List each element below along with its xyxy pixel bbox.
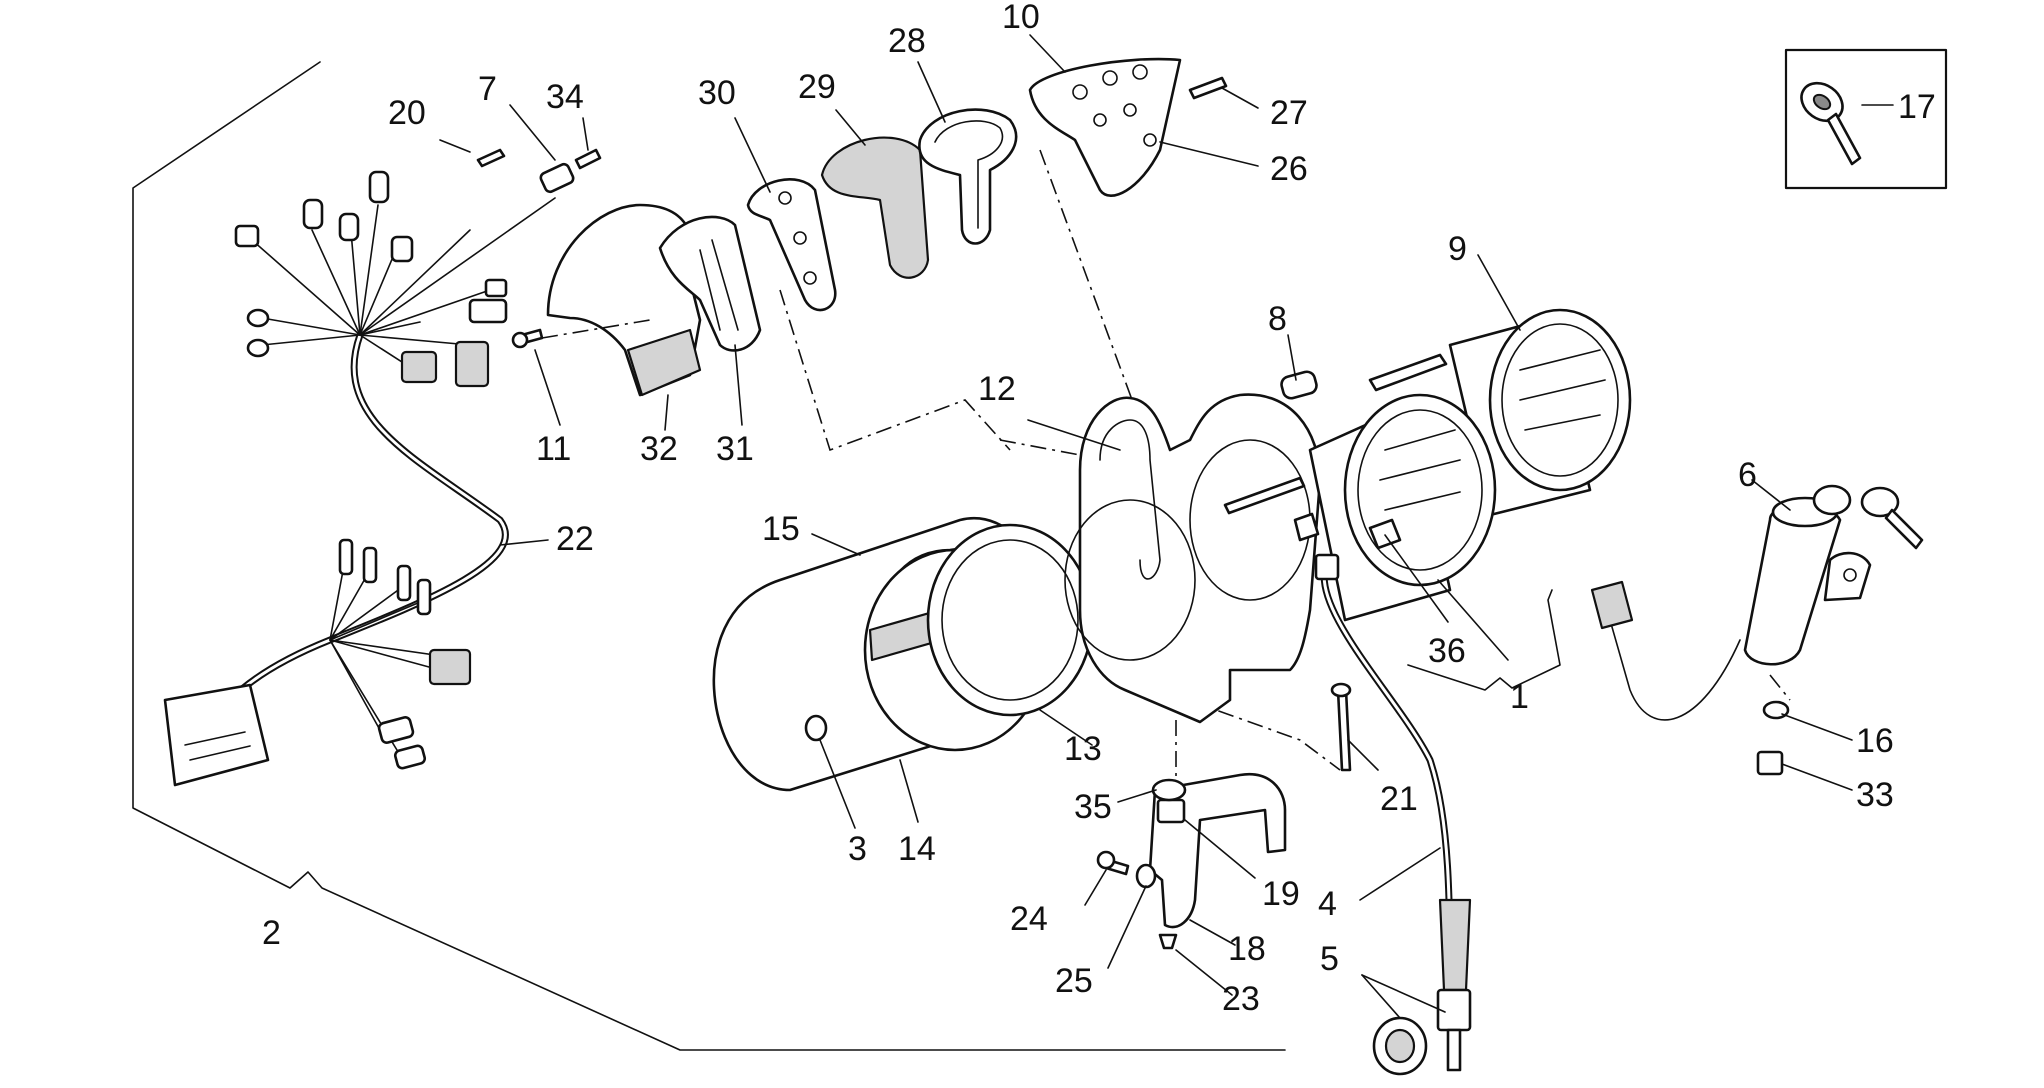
bolt-icon xyxy=(1756,750,1784,776)
leader-lines xyxy=(439,34,1894,1019)
ring-terminal-icon xyxy=(246,338,270,358)
washer-icon xyxy=(1135,863,1157,889)
connector-icon xyxy=(428,648,472,686)
callout-36: 36 xyxy=(1428,632,1466,670)
callout-26: 26 xyxy=(1270,150,1308,188)
callout-35: 35 xyxy=(1074,788,1112,826)
callout-9: 9 xyxy=(1448,230,1467,268)
callout-18: 18 xyxy=(1228,930,1266,968)
spade-terminal-icon xyxy=(416,578,432,616)
connector-icon xyxy=(390,235,414,263)
wiring-harness xyxy=(163,148,602,787)
o-ring-icon xyxy=(804,714,828,742)
cable-end-icon xyxy=(1436,988,1472,1032)
washer-icon xyxy=(1151,778,1187,802)
connector-icon xyxy=(234,224,260,248)
connector-icon xyxy=(484,278,508,298)
connector-icon xyxy=(468,298,508,324)
cable-sleeve-icon xyxy=(1438,898,1472,992)
cable-tip-icon xyxy=(1446,1028,1462,1072)
plug-connector-icon xyxy=(539,162,575,194)
callout-8: 8 xyxy=(1268,300,1287,338)
pin-icon xyxy=(574,148,602,170)
gasket xyxy=(918,108,1018,245)
callout-7: 7 xyxy=(478,70,497,108)
top-panel xyxy=(1028,57,1182,197)
screw-icon xyxy=(1188,76,1228,100)
callout-31: 31 xyxy=(716,430,754,468)
key-blank-icon xyxy=(1800,81,1862,166)
callout-25: 25 xyxy=(1055,962,1093,1000)
callout-34: 34 xyxy=(546,78,584,116)
callout-13: 13 xyxy=(1064,730,1102,768)
group-2-bracket xyxy=(132,61,1286,1051)
bulb-icon xyxy=(1280,370,1318,400)
bulb-socket-icon xyxy=(1368,518,1402,550)
spade-terminal-icon xyxy=(362,546,378,584)
inset-key-box xyxy=(1784,48,1948,190)
gauges xyxy=(1223,308,1632,691)
callout-29: 29 xyxy=(798,68,836,106)
callout-21: 21 xyxy=(1380,780,1418,818)
speedometer-gauge xyxy=(1343,393,1497,587)
tachometer-gauge xyxy=(1488,308,1632,492)
key-blade-icon xyxy=(1884,508,1924,550)
callout-28: 28 xyxy=(888,22,926,60)
callout-10: 10 xyxy=(1002,0,1040,36)
key-head-icon xyxy=(1812,484,1852,516)
pin-icon xyxy=(1223,476,1306,515)
nut-icon xyxy=(1158,933,1178,950)
callout-3: 3 xyxy=(848,830,867,868)
callout-4: 4 xyxy=(1318,885,1337,923)
cable-nut-icon xyxy=(1314,553,1340,581)
callout-12: 12 xyxy=(978,370,1016,408)
callout-33: 33 xyxy=(1856,776,1894,814)
pin-icon xyxy=(476,148,506,168)
callout-30: 30 xyxy=(698,74,736,112)
bullet-connector-icon xyxy=(393,744,427,770)
callout-19: 19 xyxy=(1262,875,1300,913)
bezel-ring xyxy=(926,523,1094,717)
pin-icon xyxy=(1368,353,1448,392)
multi-pin-connector-icon xyxy=(163,683,270,787)
ring-terminal-icon xyxy=(246,308,270,328)
lower-bracket xyxy=(1096,682,1352,950)
callout-20: 20 xyxy=(388,94,426,132)
speedometer-cable xyxy=(1314,553,1472,1076)
callout-27: 27 xyxy=(1270,94,1308,132)
callout-2: 2 xyxy=(262,914,281,952)
spade-terminal-icon xyxy=(338,538,354,576)
callout-15: 15 xyxy=(762,510,800,548)
callout-23: 23 xyxy=(1222,980,1260,1018)
connector-icon xyxy=(368,170,390,204)
switch-connector-icon xyxy=(1590,580,1634,630)
callout-6: 6 xyxy=(1738,456,1757,494)
callout-1: 1 xyxy=(1510,678,1529,716)
instrument-mounting-plate xyxy=(1064,393,1322,724)
callout-5: 5 xyxy=(1320,940,1339,978)
callout-17: 17 xyxy=(1898,88,1936,126)
instrument-housing xyxy=(712,516,1094,792)
callout-32: 32 xyxy=(640,430,678,468)
mounting-plate xyxy=(746,178,837,312)
callout-22: 22 xyxy=(556,520,594,558)
spade-terminal-icon xyxy=(396,564,412,602)
ignition-switch xyxy=(1590,484,1924,776)
callout-16: 16 xyxy=(1856,722,1894,760)
callout-14: 14 xyxy=(898,830,936,868)
connector-icon xyxy=(400,350,438,384)
bullet-connector-icon xyxy=(377,716,415,744)
shield-plate xyxy=(820,136,930,279)
connector-icon xyxy=(302,198,324,230)
callout-24: 24 xyxy=(1010,900,1048,938)
connector-icon xyxy=(454,340,490,388)
cover-assembly xyxy=(511,57,1228,397)
bolt-icon xyxy=(1336,688,1352,772)
connector-icon xyxy=(338,212,360,242)
key-head-icon xyxy=(1860,486,1900,518)
callout-11: 11 xyxy=(536,430,571,468)
